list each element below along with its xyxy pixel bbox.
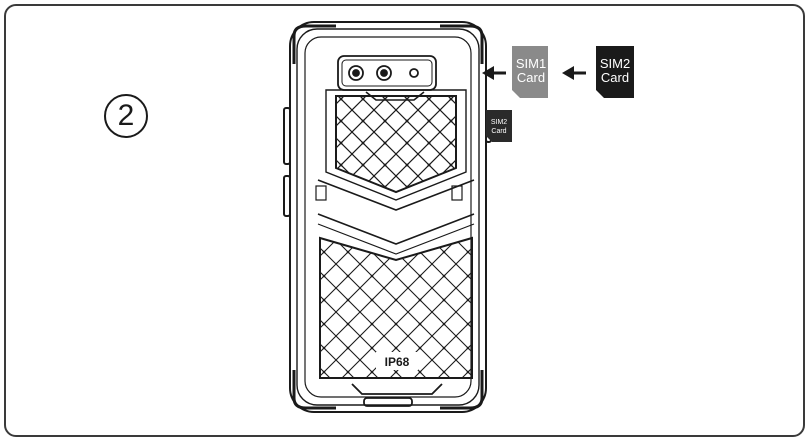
bottom-connector <box>351 383 443 407</box>
inserted-card-line1: SIM2 <box>491 119 507 126</box>
sim2-card: SIM2 Card <box>596 46 634 98</box>
sim2-card-line1: SIM2 <box>600 56 630 71</box>
inserted-card-line2: Card <box>491 128 506 135</box>
panel-border <box>4 4 805 437</box>
inserted-sim-card: SIM2 Card <box>486 110 512 142</box>
chevron-band <box>317 179 475 255</box>
arrow-left-icon <box>482 66 506 80</box>
sim2-card-line2: Card <box>601 70 629 85</box>
upper-lattice-panel <box>325 89 467 201</box>
sim1-card: SIM1 Card <box>512 46 548 98</box>
arrow-left-icon <box>562 66 586 80</box>
camera-module <box>337 55 437 101</box>
camera-lens-icon <box>376 65 392 81</box>
step-number: 2 <box>117 99 135 132</box>
ip-rating-label: IP68 <box>385 355 410 369</box>
camera-lens-icon <box>348 65 364 81</box>
lower-lattice-panel: IP68 <box>319 236 473 379</box>
step-number-badge: 2 <box>104 94 148 138</box>
sim1-card-line1: SIM1 <box>516 56 546 71</box>
phone-body <box>283 21 492 413</box>
flash-icon <box>409 68 419 78</box>
sim1-card-line2: Card <box>517 70 545 85</box>
